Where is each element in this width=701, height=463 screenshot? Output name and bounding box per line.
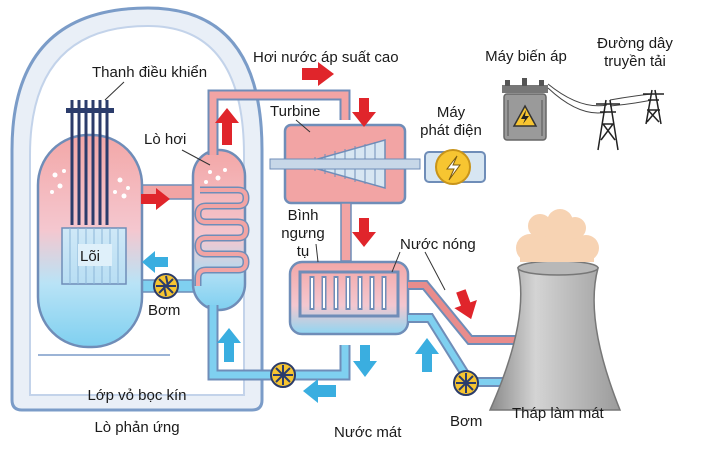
label-pump-left: Bơm [148,302,180,319]
label-high-pressure-steam: Hơi nước áp suất cao [253,49,399,66]
arrow-right-primary [141,188,170,210]
pylon-icon [596,89,664,151]
cooling-tower-top [517,260,599,276]
steam-cloud [516,209,599,262]
boiler-bubbles [204,168,227,184]
label-boiler: Lò hơi [144,131,186,148]
label-transformer: Máy biến áp [485,48,567,65]
arrow-right-steam [302,62,334,86]
red-arrows [141,62,477,320]
label-cooling-tower: Tháp làm mát [512,405,605,422]
power-lines [547,83,653,114]
label-generator-line2: phát điện [420,122,482,139]
control-rods [70,100,109,225]
label-condenser-line2: ngưng [281,225,324,242]
boiler-coil [195,188,249,286]
blue-arrows [142,251,439,403]
label-generator-line1: Máy [437,104,466,121]
pump-left-icon[interactable] [153,273,179,299]
arrow-down-condenser-out [353,345,377,377]
arrow-left-bottom [303,379,336,403]
transformer-icon [502,78,548,141]
exhaust-pipe [340,202,352,262]
lightning-icon [445,155,461,181]
label-power-lines-line1: Đường dây [597,35,673,52]
leader-lines [104,81,446,291]
label-turbine: Turbine [270,103,320,120]
hot-water-pipe [408,282,520,343]
label-hot-water: Nước nóng [400,236,476,253]
arrow-down-turbine [352,98,376,127]
core-label-bg [78,244,112,266]
turbine-shaft [269,158,421,170]
cool-water-pipe [408,315,520,385]
control-rod-bar [66,108,114,113]
arrow-down-hot-water [454,289,477,320]
arrow-left-primary [142,251,168,273]
label-condenser-line3: tụ [297,243,310,260]
cooling-tower [488,267,622,411]
label-cool-water: Nước mát [334,424,402,441]
condenser-coil-frame [298,270,400,318]
condenser-tubes [311,278,385,308]
arrow-up-feedwater [217,328,241,362]
vessel-bubbles [50,169,130,199]
pump-right-icon[interactable] [453,370,479,396]
label-power-lines-line2: truyền tải [604,53,666,70]
label-control-rods: Thanh điều khiển [92,64,207,81]
arrow-up-cool-water [415,338,439,372]
label-reactor: Lò phản ứng [94,419,179,436]
label-core: Lõi [80,248,100,265]
label-condenser-line1: Bình [288,207,319,224]
label-containment: Lớp vỏ bọc kín [87,387,186,404]
arrow-up-boiler [215,108,239,145]
pump-feedwater-icon[interactable] [270,362,296,388]
steam-pipe [209,91,349,155]
label-pump-right: Bơm [450,413,482,430]
arrow-down-condenser [352,218,376,247]
